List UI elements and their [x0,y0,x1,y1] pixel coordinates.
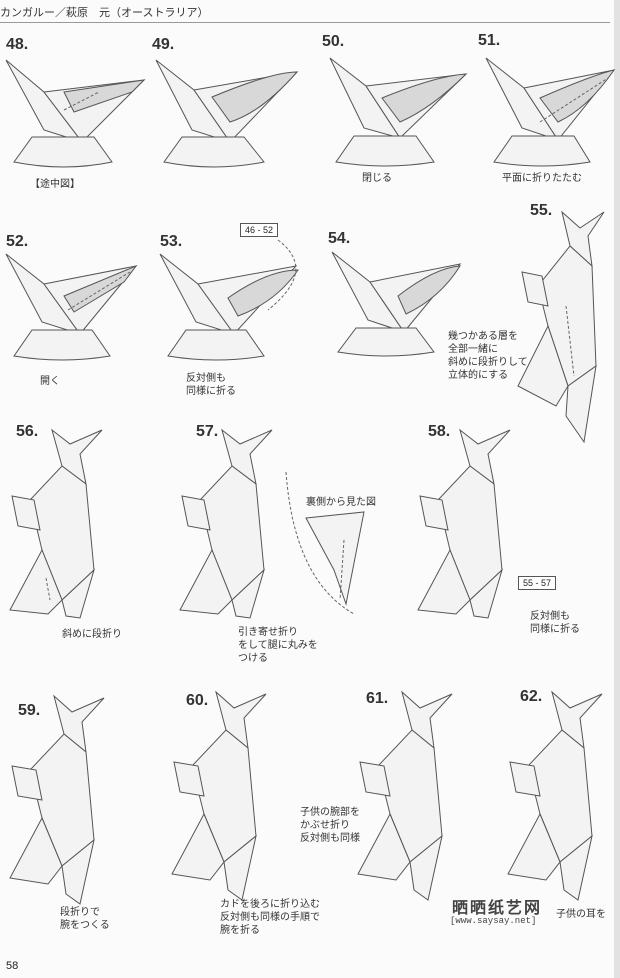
step-58-caption: 反対側も 同様に折る [530,610,580,636]
step-56-diagram [6,400,126,620]
step-52-caption: 開く [40,375,60,388]
step-62-caption: 子供の耳を [556,908,606,921]
step-52-number: 52. [6,233,28,251]
step-53-caption: 反対側も 同様に折る [186,372,236,398]
step-60-diagram [168,686,288,906]
step-62-diagram [504,686,616,906]
step-61-caption: 子供の腕部を かぶせ折り 反対側も同様 [300,806,360,845]
step-50-diagram [326,52,476,172]
step-48-diagram [4,52,154,172]
page-header: カンガルー／萩原 元（オーストラリア） [0,4,208,20]
step-59-diagram [6,690,126,910]
step-55-caption: 幾つかある層を 全部一緒に 斜めに段折りして 立体的にする [448,330,528,382]
step-51-diagram [484,52,620,172]
step-48-caption: 【途中図】 [30,178,80,191]
step-56-caption: 斜めに段折り [62,628,122,641]
step-57-diagram [176,400,296,620]
step-54-number: 54. [328,230,350,248]
step-53-number: 53. [160,233,182,251]
step-range-ref-box-2: 55 - 57 [518,576,556,590]
step-53-diagram [158,250,318,370]
page-number: 58 [6,960,18,972]
step-61-diagram [354,686,474,906]
step-57-caption: 引き寄せ折り をして腿に丸みを つける [238,626,318,665]
watermark-url: [www.saysay.net] [450,916,536,926]
back-view-diagram [284,470,384,620]
header-rule [0,22,610,23]
watermark-logo: 晒晒纸艺网 [452,894,542,918]
step-range-ref-box: 46 - 52 [240,223,278,237]
step-49-diagram [152,52,302,172]
step-51-number: 51. [478,32,500,50]
step-50-caption: 閉じる [362,172,392,185]
step-50-number: 50. [322,33,344,51]
step-52-diagram [4,250,154,370]
step-60-caption: カドを後ろに折り込む 反対側も同様の手順で 腕を折る [220,898,320,937]
step-59-caption: 段折りで 腕をつくる [60,906,110,932]
step-51-caption: 平面に折りたたむ [502,172,582,185]
step-58-diagram [414,400,534,620]
